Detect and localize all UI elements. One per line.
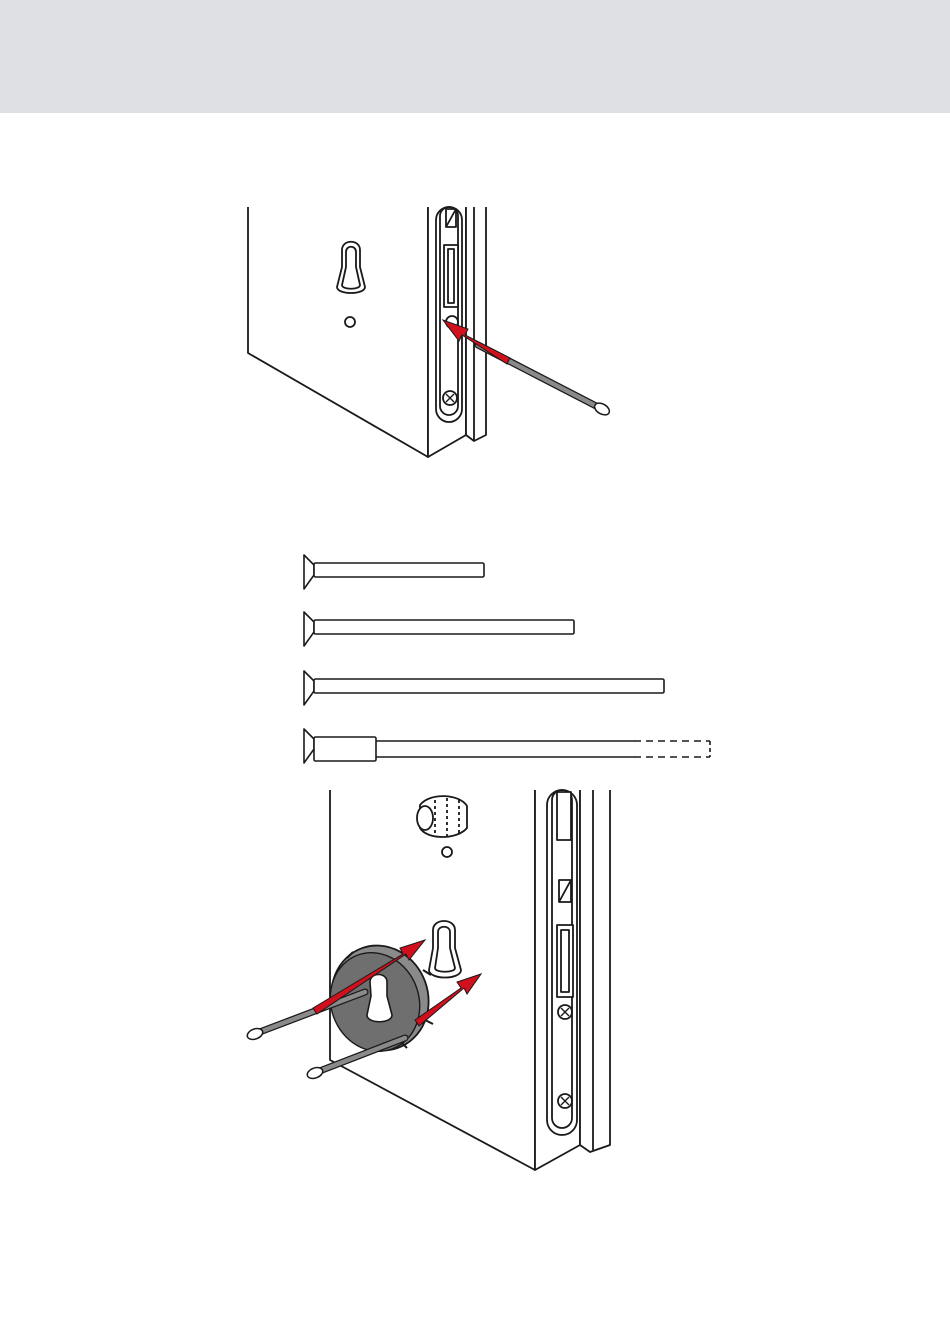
- screw-length-options-illustration: [290, 545, 730, 775]
- screw-long: [304, 671, 664, 705]
- door-frame-profile: [580, 790, 610, 1152]
- figure-1-svg: [200, 195, 640, 470]
- screw-medium: [304, 612, 574, 646]
- screw-cuttable: [304, 729, 710, 763]
- door-front-face: [248, 207, 428, 457]
- door-frame-profile: [466, 207, 486, 441]
- deadbolt-slot: [557, 925, 573, 997]
- screw-into-lock-faceplate-illustration: [200, 195, 640, 470]
- header-band: [0, 0, 950, 113]
- screw-short: [304, 555, 484, 589]
- rosette-mounting-illustration: [235, 780, 635, 1175]
- bolt-slot: [557, 792, 571, 840]
- figure-2-svg: [290, 545, 730, 775]
- figure-3-svg: [235, 780, 635, 1175]
